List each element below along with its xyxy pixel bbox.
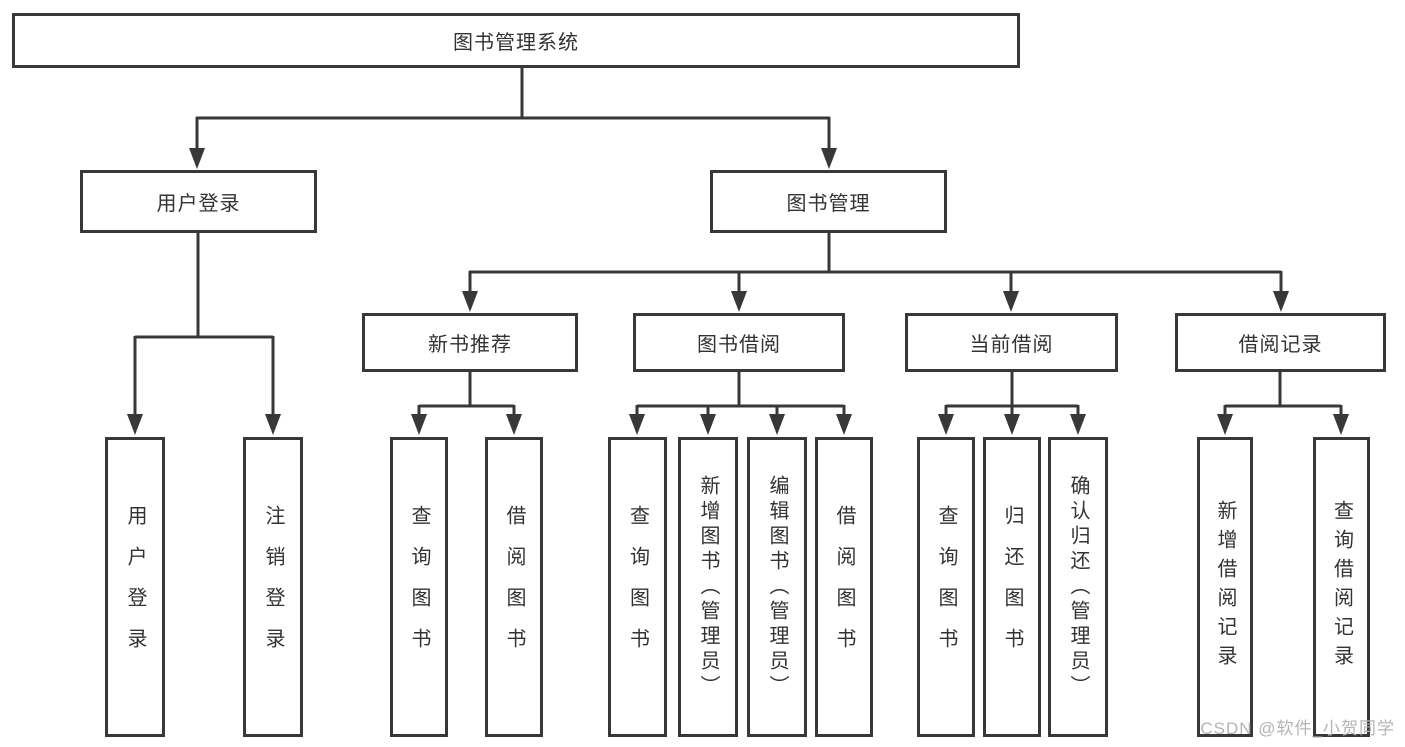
connector-book-borrow-to-leaves <box>635 370 846 416</box>
leaf-query-books-recommend-label: 查询图书 <box>408 505 430 669</box>
node-borrow-records: 借阅记录 <box>1175 313 1386 372</box>
leaf-return-book: 归还图书 <box>983 437 1041 737</box>
leaf-borrow-books: 借阅图书 <box>815 437 873 737</box>
arrowheads-user-login-leaves <box>127 414 281 435</box>
leaf-return-book-label: 归还图书 <box>1001 505 1023 669</box>
leaf-query-books-current: 查询图书 <box>917 437 975 737</box>
arrowheads-level3 <box>462 291 1289 312</box>
leaf-logout: 注销登录 <box>243 437 303 737</box>
connector-current-borrow-to-leaves <box>944 370 1080 416</box>
connector-borrow-records-to-leaves <box>1223 370 1343 416</box>
leaf-query-borrow-record-label: 查询借阅记录 <box>1330 500 1353 674</box>
leaf-query-borrow-record: 查询借阅记录 <box>1313 437 1370 737</box>
leaf-user-login: 用户登录 <box>105 437 165 737</box>
node-book-management: 图书管理 <box>710 170 947 233</box>
connector-root-to-level2 <box>195 66 831 150</box>
leaf-confirm-return-admin-label: 确认归还（管理员） <box>1067 474 1089 700</box>
leaf-borrow-books-label: 借阅图书 <box>833 505 855 669</box>
leaf-confirm-return-admin: 确认归还（管理员） <box>1048 437 1108 737</box>
leaf-user-login-label: 用户登录 <box>124 505 146 669</box>
node-current-borrow: 当前借阅 <box>905 313 1118 372</box>
node-user-login: 用户登录 <box>80 170 317 233</box>
leaf-add-book-admin: 新增图书（管理员） <box>678 437 738 737</box>
leaf-logout-label: 注销登录 <box>262 505 284 669</box>
connector-book-management-to-level3 <box>468 231 1283 293</box>
connector-new-book-recommend-to-leaves <box>417 370 516 416</box>
leaf-edit-book-admin-label: 编辑图书（管理员） <box>766 474 788 700</box>
leaf-edit-book-admin: 编辑图书（管理员） <box>747 437 807 737</box>
connector-user-login-to-leaves <box>133 231 275 416</box>
arrowheads-level2 <box>189 148 837 169</box>
node-book-borrow: 图书借阅 <box>633 313 845 372</box>
arrowheads-leaves <box>411 414 1349 435</box>
node-library-management-system: 图书管理系统 <box>12 13 1020 68</box>
leaf-query-books-recommend: 查询图书 <box>390 437 448 737</box>
leaf-query-books-borrow-label: 查询图书 <box>626 505 649 669</box>
node-new-book-recommend: 新书推荐 <box>362 313 578 372</box>
leaf-query-books-borrow: 查询图书 <box>608 437 667 737</box>
leaf-borrow-books-recommend-label: 借阅图书 <box>503 505 525 669</box>
leaf-query-books-current-label: 查询图书 <box>935 505 957 669</box>
leaf-add-book-admin-label: 新增图书（管理员） <box>697 474 719 700</box>
watermark: CSDN @软件_小贺同学 <box>1200 719 1395 738</box>
leaf-add-borrow-record: 新增借阅记录 <box>1197 437 1253 737</box>
leaf-add-borrow-record-label: 新增借阅记录 <box>1214 500 1236 674</box>
leaf-borrow-books-recommend: 借阅图书 <box>485 437 543 737</box>
